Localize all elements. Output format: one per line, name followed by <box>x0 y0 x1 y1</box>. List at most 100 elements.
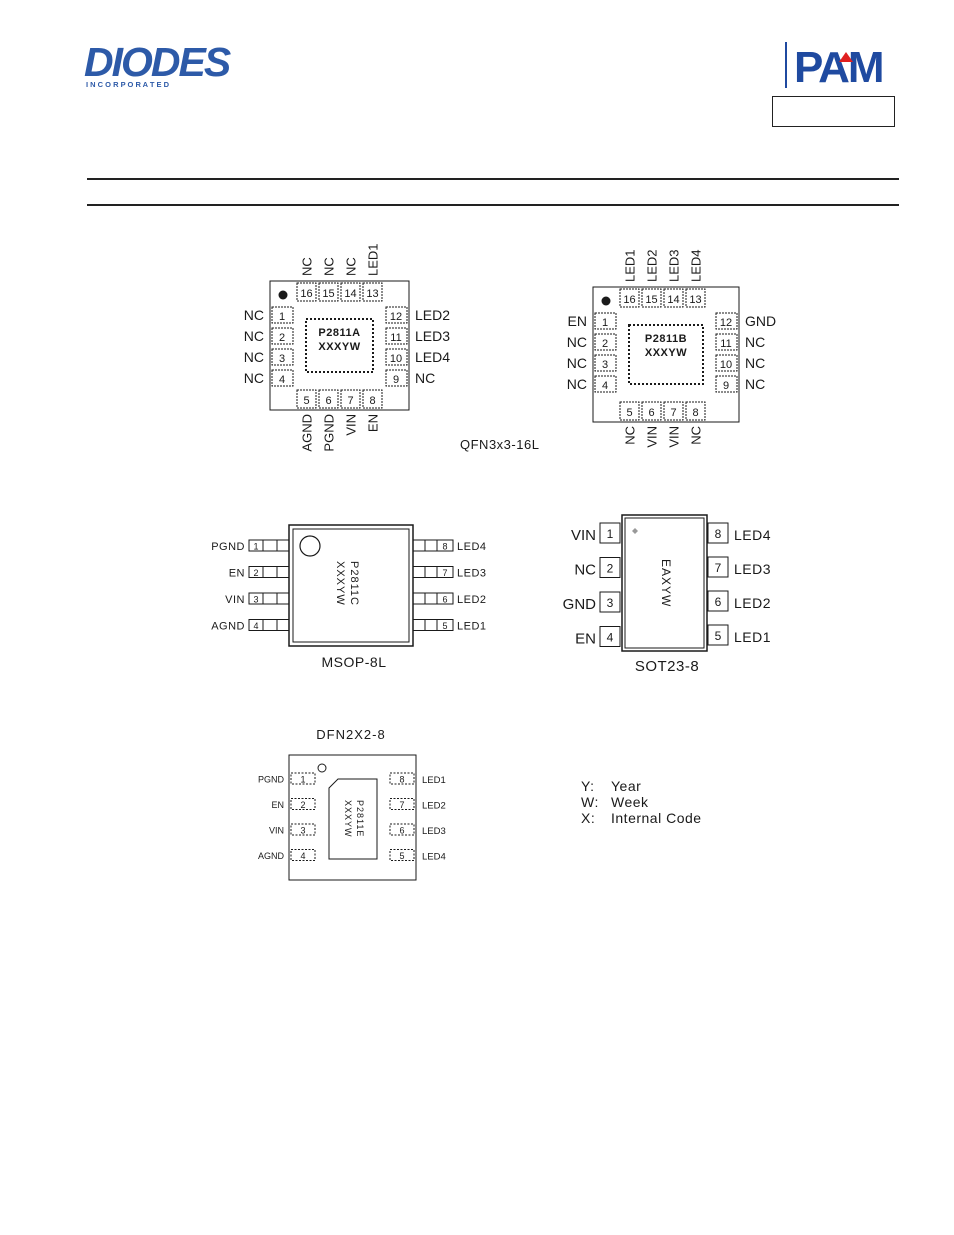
qfn-a-pin-label: NC <box>244 370 264 386</box>
msop-pin-label: LED1 <box>457 621 487 633</box>
qfn-b-pin1-dot <box>601 296 611 306</box>
dfn-pin-number: 1 <box>300 775 305 785</box>
dfn-pad <box>389 772 415 785</box>
dfn-pin-label: EN <box>271 800 284 810</box>
qfn-a-pad <box>385 306 408 324</box>
sot-pin-number: 5 <box>715 629 722 643</box>
dfn-pad <box>290 772 316 785</box>
qfn-b-pin-label: GND <box>745 313 776 329</box>
qfn-a-pin-label: NC <box>244 328 264 344</box>
dfn-marking: P2811E <box>355 800 365 837</box>
msop-lead <box>248 619 290 631</box>
qfn-b-pin-label: LED1 <box>623 249 638 282</box>
sot-pin-number: 2 <box>607 562 614 576</box>
dfn-pad <box>290 849 316 861</box>
sot-pin-number: 1 <box>607 527 614 541</box>
diodes-logo: DIODES I N C O R P O R A T E D <box>84 42 233 89</box>
qfn-b-pad <box>715 354 738 372</box>
qfn-a-pad <box>271 306 294 324</box>
qfn-a-pin-label: NC <box>322 257 337 276</box>
qfn-b-pin-number: 13 <box>689 294 701 306</box>
qfn-a-pin-number: 14 <box>344 288 356 300</box>
legend-value: Year <box>611 778 642 794</box>
qfn-b-pin-number: 1 <box>602 317 608 329</box>
sot-lead <box>599 591 621 613</box>
dfn-pin1-mark <box>317 763 327 773</box>
qfn-b-pin-number: 9 <box>723 380 729 392</box>
qfn-a-pin-number: 7 <box>347 395 353 407</box>
sot-pin-number: 8 <box>715 527 722 541</box>
sot-pin1-mark <box>632 528 638 534</box>
qfn-a-pin-number: 1 <box>279 311 285 323</box>
msop-body-inner <box>292 528 410 643</box>
pam-logo: PAM <box>785 42 885 90</box>
sot-pin-label: EN <box>575 631 596 648</box>
dfn-pin-label: LED2 <box>422 801 446 812</box>
dfn-pin-label: LED4 <box>422 852 446 863</box>
qfn-a-pin-label: PGND <box>322 414 337 452</box>
qfn-b-pad <box>619 401 640 421</box>
sot-pin-number: 6 <box>715 595 722 609</box>
qfn-a-pad <box>318 389 339 409</box>
qfn-a-body <box>269 280 410 411</box>
qfn-a-pad <box>296 282 317 302</box>
qfn-b-pin-label: NC <box>689 426 704 445</box>
qfn-b-pin-label: EN <box>568 313 587 329</box>
qfn-b-pin-number: 15 <box>645 294 657 306</box>
qfn-b-pad <box>715 375 738 393</box>
qfn-a-pad <box>271 348 294 366</box>
dfn-pin-number: 5 <box>399 851 404 861</box>
qfn-a-pad <box>271 369 294 387</box>
qfn-a-pin-number: 16 <box>300 288 312 300</box>
legend-value: Internal Code <box>611 810 702 826</box>
qfn-a-pin-number: 9 <box>393 374 399 386</box>
sot-lead <box>599 626 621 647</box>
sot-lead <box>707 556 729 578</box>
qfn-a-marking: P2811A <box>318 327 360 339</box>
qfn-a-pin-number: 15 <box>322 288 334 300</box>
dfn-pin-label: LED1 <box>422 775 446 786</box>
qfn-a-pin-number: 4 <box>279 374 285 386</box>
qfn-b-exposed-pad <box>628 324 704 385</box>
header-rule-bottom <box>87 204 899 206</box>
msop-pin-label: VIN <box>225 594 245 606</box>
qfn-a-pad <box>385 348 408 366</box>
sot-pin-label: NC <box>574 562 596 579</box>
qfn-a-pad <box>340 389 361 409</box>
msop-lead <box>412 539 454 552</box>
msop-body <box>288 524 414 647</box>
qfn-b-pin-label: VIN <box>645 426 660 448</box>
qfn-a-pin-number: 10 <box>390 353 402 365</box>
qfn-a-pad <box>385 369 408 387</box>
sot-pin-label: LED4 <box>734 527 771 543</box>
qfn-a-pin-number: 2 <box>279 332 285 344</box>
qfn-b-pin-number: 2 <box>602 338 608 350</box>
sot-lead <box>707 624 729 646</box>
legend-key: Y: <box>581 778 595 794</box>
msop-lead <box>412 566 454 578</box>
diodes-logo-text: DIODES <box>84 42 231 85</box>
qfn-a-pin-label: EN <box>366 414 381 432</box>
qfn-a-pin-number: 8 <box>369 395 375 407</box>
msop-package-name: MSOP-8L <box>322 654 387 670</box>
msop-pin-number: 3 <box>253 595 258 605</box>
msop-lead <box>248 566 290 578</box>
msop-pin-number: 4 <box>253 621 258 631</box>
dfn-pin-label: VIN <box>269 826 284 836</box>
qfn-b-pin-label: NC <box>567 376 587 392</box>
qfn-b-pad <box>641 401 662 421</box>
qfn-a-exposed-pad <box>305 318 374 373</box>
dfn-package-name: DFN2X2-8 <box>316 727 385 742</box>
qfn-a-pin-number: 12 <box>390 311 402 323</box>
qfn-a-pin-number: 6 <box>325 395 331 407</box>
sot-pin-label: LED1 <box>734 629 771 645</box>
qfn-a-pad <box>296 389 317 409</box>
qfn-b-pin-number: 3 <box>602 359 608 371</box>
qfn-a-pin-label: LED4 <box>415 349 450 365</box>
msop-lead <box>248 539 290 552</box>
qfn-b-pad <box>663 401 684 421</box>
qfn-b-pin-number: 11 <box>720 338 731 350</box>
diodes-logo-subtext: I N C O R P O R A T E D <box>86 80 170 89</box>
msop-marking: P2811C <box>348 561 360 606</box>
qfn-b-pin-number: 4 <box>602 380 608 392</box>
